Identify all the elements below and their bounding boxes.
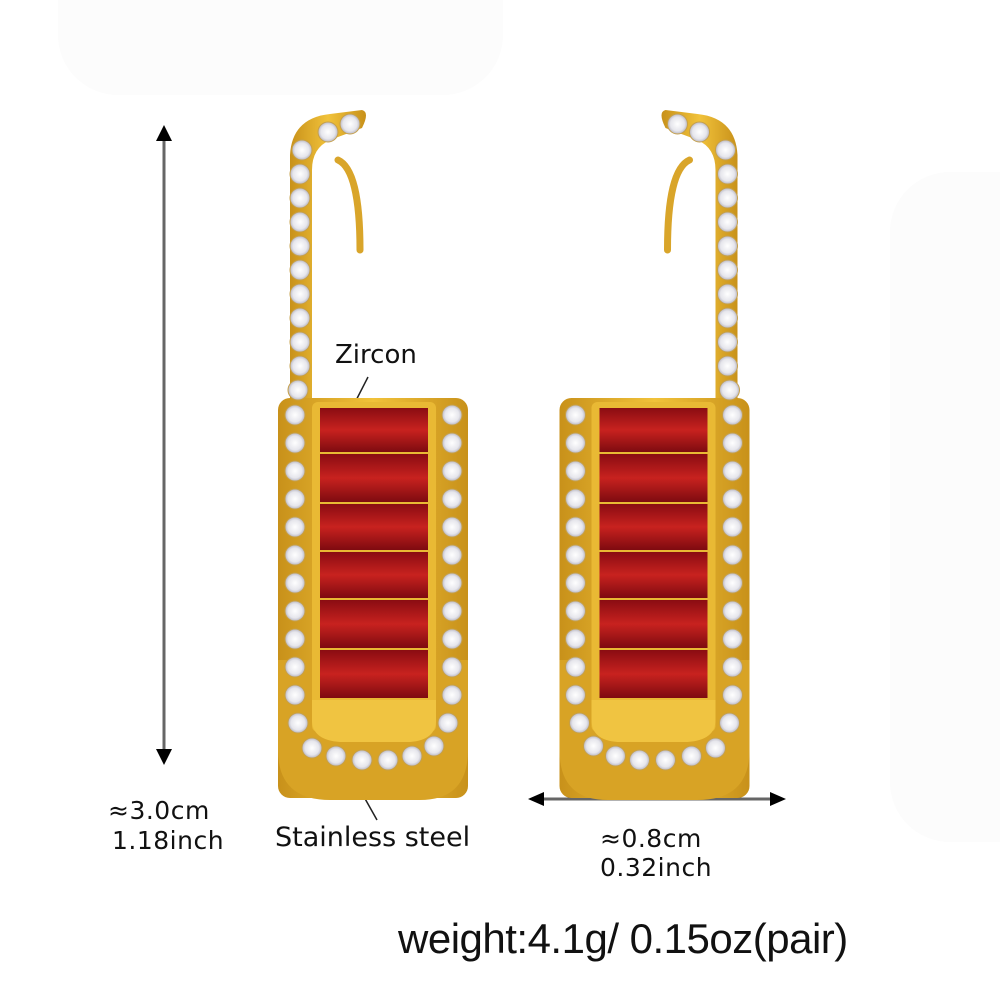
height-inch-label: 1.18inch xyxy=(112,826,225,855)
ruby-stones xyxy=(320,408,428,698)
stainless-steel-label: Stainless steel xyxy=(275,822,471,853)
zircon-label: Zircon xyxy=(335,340,417,370)
weight-label: weight:4.1g/ 0.15oz(pair) xyxy=(398,915,848,962)
height-cm-label: ≈3.0cm xyxy=(108,796,210,825)
earring-right xyxy=(559,110,750,800)
width-cm-label: ≈0.8cm xyxy=(600,824,702,853)
background-shadow-right xyxy=(890,172,1000,842)
height-dimension-arrow xyxy=(156,125,172,765)
background-shadow-top xyxy=(58,0,503,95)
ruby-stones xyxy=(599,408,708,698)
earring-left xyxy=(278,110,468,800)
width-inch-label: 0.32inch xyxy=(600,853,713,882)
